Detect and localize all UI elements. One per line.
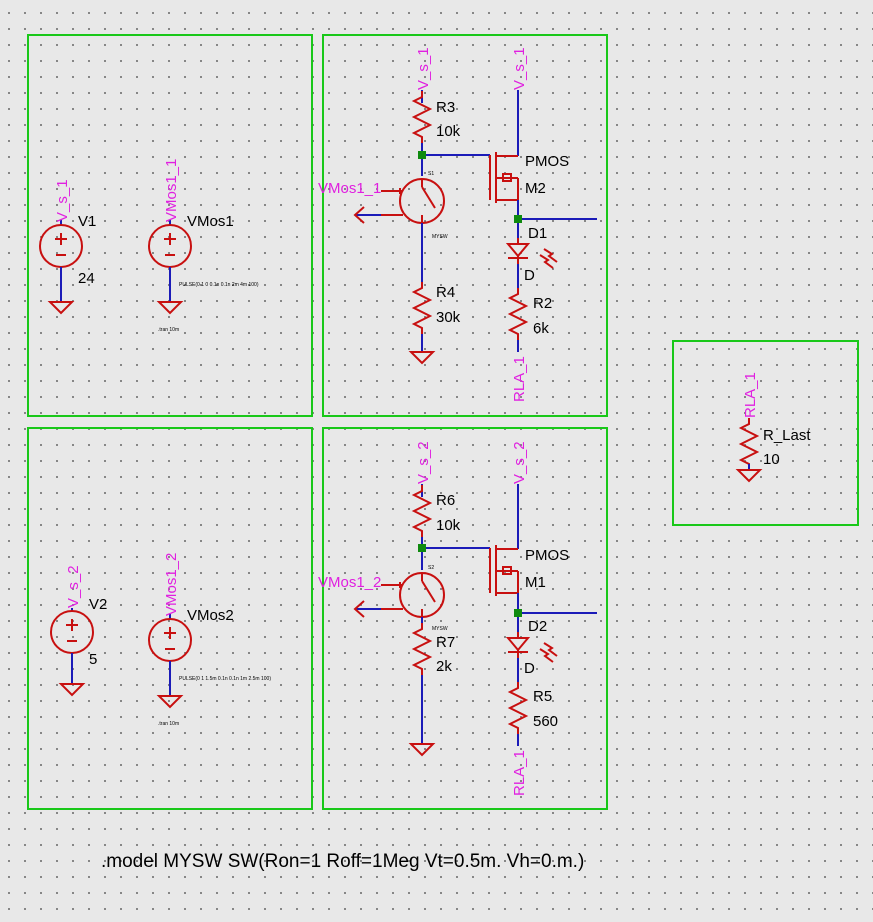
r2-value: 6k	[533, 320, 549, 337]
r4-value: 30k	[436, 309, 461, 326]
frame-load	[672, 340, 859, 526]
r3-value: 10k	[436, 123, 461, 140]
vmos2-name: VMos2	[187, 607, 234, 624]
switch-s2[interactable]	[381, 572, 445, 618]
resistor-r7[interactable]	[413, 622, 431, 676]
ground-r7	[410, 737, 434, 756]
s2-name: S2	[428, 565, 434, 571]
ground-r4	[410, 345, 434, 364]
v1-value: 24	[78, 270, 95, 287]
netlabel-rla-1: RLA_1	[511, 356, 528, 402]
d2-model: D	[524, 660, 535, 677]
r6-value: 10k	[436, 517, 461, 534]
v2-value: 5	[89, 651, 97, 668]
source-vmos2[interactable]	[148, 614, 192, 708]
r-last-name: R_Last	[763, 427, 811, 444]
pmos-m1[interactable]	[489, 545, 519, 596]
r2-name: R2	[533, 295, 552, 312]
resistor-r-last[interactable]	[740, 417, 758, 471]
led-d2[interactable]	[505, 632, 558, 663]
d2-name: D2	[528, 618, 547, 635]
tran-directive-2: .tran 10m	[158, 721, 179, 727]
model-directive: .model MYSW SW(Ron=1 Roff=1Meg Vt=0.5m. …	[101, 851, 584, 872]
r7-value: 2k	[436, 658, 452, 675]
frame-sources-1	[27, 34, 313, 417]
source-v2[interactable]	[50, 608, 94, 696]
m1-model: PMOS	[525, 547, 569, 564]
netlabel-vmos11-source: VMos1_1	[163, 159, 180, 222]
ground-r-last	[737, 463, 761, 482]
junction-gate-1	[418, 151, 426, 159]
resistor-r2[interactable]	[509, 287, 527, 341]
netlabel-vs1-r3: V_s_1	[415, 47, 432, 90]
netlabel-vs2-r6: V_s_2	[415, 441, 432, 484]
netlabel-vmos12-switch: VMos1_2	[318, 574, 381, 591]
junction-drain-2	[514, 609, 522, 617]
source-vmos1[interactable]	[148, 220, 192, 314]
s1-name: S1	[428, 171, 434, 177]
frame-circuit-1	[322, 34, 608, 417]
switch-s1[interactable]	[381, 178, 445, 224]
r5-name: R5	[533, 688, 552, 705]
m1-name: M1	[525, 574, 546, 591]
r7-name: R7	[436, 634, 455, 651]
pmos-m2[interactable]	[489, 152, 519, 203]
netlabel-vmos12-source: VMos1_2	[163, 553, 180, 616]
junction-gate-2	[418, 544, 426, 552]
resistor-r4[interactable]	[413, 281, 431, 335]
netlabel-rla-load: RLA_1	[742, 372, 759, 418]
r-last-value: 10	[763, 451, 780, 468]
d1-model: D	[524, 267, 535, 284]
m2-name: M2	[525, 180, 546, 197]
frame-sources-2	[27, 427, 313, 810]
s2-model: MYSW	[432, 626, 448, 632]
vmos1-pulse: PULSE(0 1 0 0.1n 0.1n 2m 4m 100)	[179, 282, 259, 288]
netlabel-vs1-source: V_s_1	[54, 179, 71, 222]
netlabel-vs1-mos: V_s_1	[511, 47, 528, 90]
v1-name: V1	[78, 213, 96, 230]
s1-model: MYSW	[432, 234, 448, 240]
led-d1[interactable]	[505, 238, 558, 269]
netlabel-vmos11-switch: VMos1_1	[318, 180, 381, 197]
junction-drain-1	[514, 215, 522, 223]
netlabel-vs2-source: V_s_2	[65, 565, 82, 608]
v2-name: V2	[89, 596, 107, 613]
r3-name: R3	[436, 99, 455, 116]
vmos2-pulse: PULSE(0 1 1.5m 0.1n 0.1n 1m 2.5m 100)	[179, 676, 271, 682]
netlabel-vs2-mos: V_s_2	[511, 441, 528, 484]
r6-name: R6	[436, 492, 455, 509]
tran-directive-1: .tran 10m	[158, 327, 179, 333]
r4-name: R4	[436, 284, 455, 301]
vmos1-name: VMos1	[187, 213, 234, 230]
frame-circuit-2	[322, 427, 608, 810]
source-v1[interactable]	[39, 220, 83, 314]
m2-model: PMOS	[525, 153, 569, 170]
netlabel-rla-2: RLA_1	[511, 750, 528, 796]
r5-value: 560	[533, 713, 558, 730]
d1-name: D1	[528, 225, 547, 242]
resistor-r5[interactable]	[509, 681, 527, 735]
